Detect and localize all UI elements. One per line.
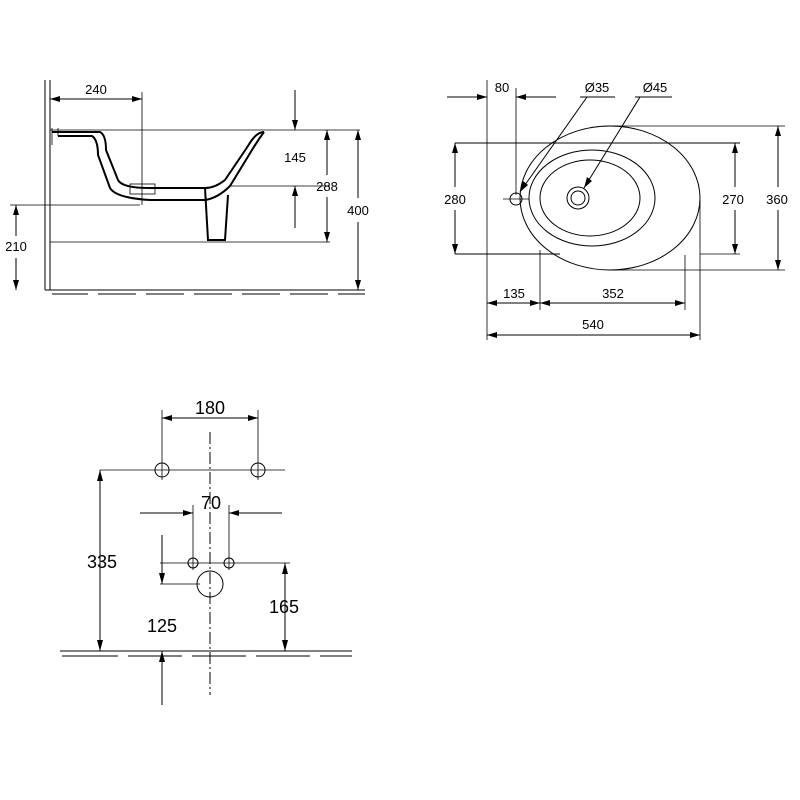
dim-240: 240	[85, 82, 107, 97]
dim-diameter-35: Ø35	[585, 80, 610, 95]
dim-diameter-45: Ø45	[643, 80, 668, 95]
dim-70: 70	[201, 493, 221, 513]
dim-335: 335	[87, 552, 117, 572]
dim-80: 80	[495, 80, 509, 95]
dim-145: 145	[284, 150, 306, 165]
dim-352: 352	[602, 286, 624, 301]
dim-270: 270	[722, 192, 744, 207]
dim-360: 360	[766, 192, 788, 207]
dim-135: 135	[503, 286, 525, 301]
side-view-floor	[45, 289, 365, 295]
front-view-floor	[60, 650, 352, 657]
top-view: 80 Ø35 Ø45 280 270 360 135	[444, 80, 788, 340]
dim-540: 540	[582, 317, 604, 332]
dim-180: 180	[195, 398, 225, 418]
front-view: 180 70 335 125 165	[60, 398, 352, 705]
side-view: 240 145 288 400 210	[5, 80, 369, 295]
dim-125: 125	[147, 616, 177, 636]
bidet-side-profile	[51, 128, 265, 241]
dim-165: 165	[269, 597, 299, 617]
dim-400: 400	[347, 203, 369, 218]
bowl-inner-rim	[528, 149, 656, 247]
drain-hole	[566, 186, 590, 210]
dim-288: 288	[316, 179, 338, 194]
bowl-outer-rim	[519, 125, 701, 271]
dim-210: 210	[5, 239, 27, 254]
dim-280: 280	[444, 192, 466, 207]
